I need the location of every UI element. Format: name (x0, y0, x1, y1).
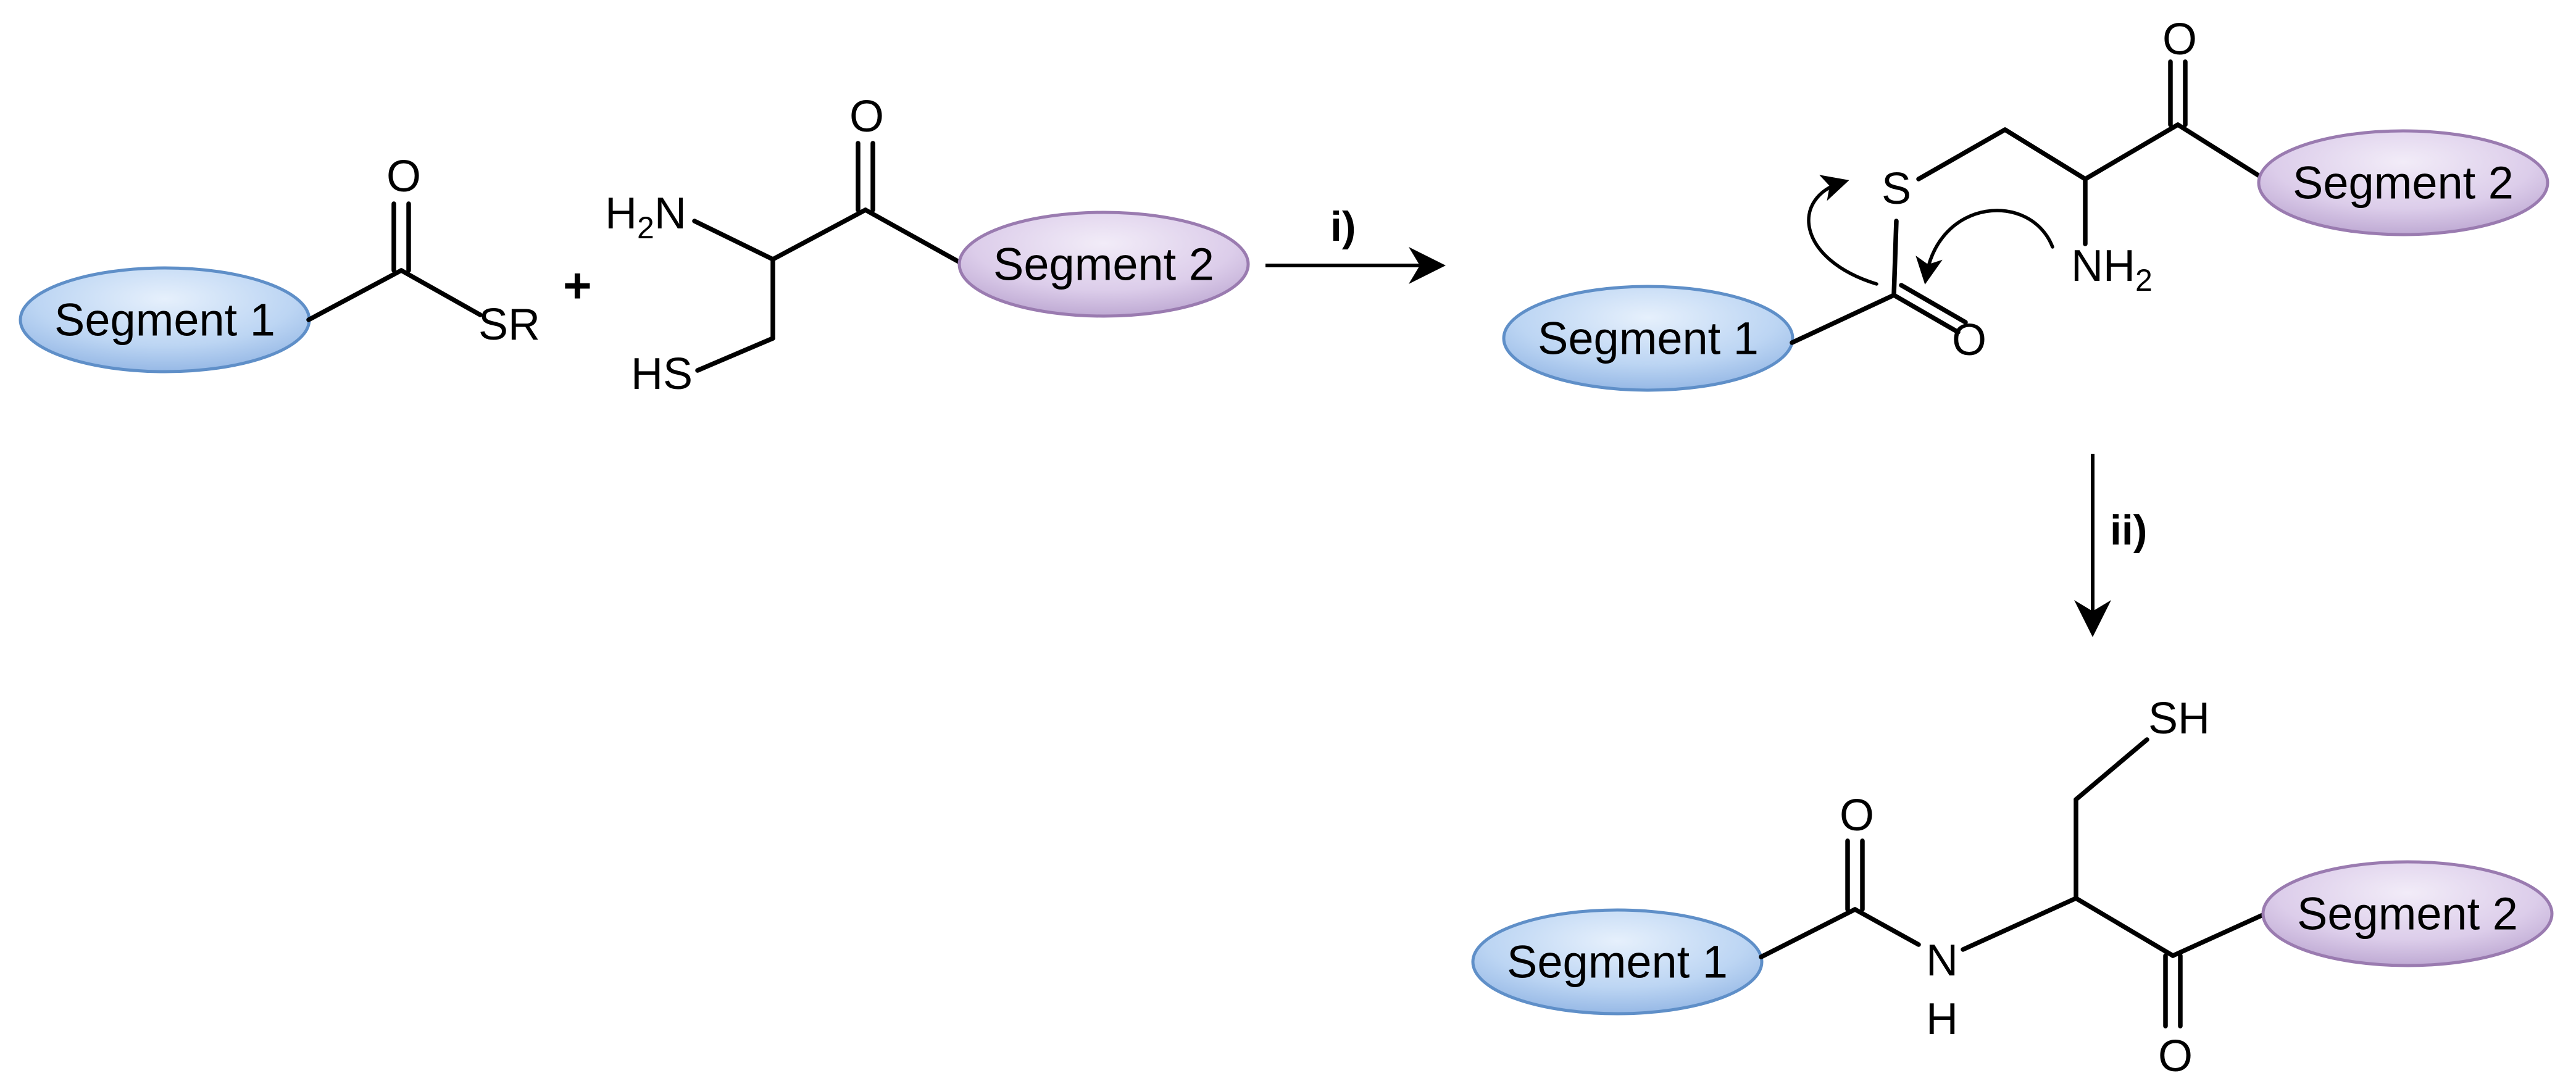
thioester-intermediate: Segment 1 O S O NH2 Segment 2 (1502, 15, 2549, 392)
product-segment-1-ellipse (1471, 908, 1764, 1016)
product-amide-n: N (1926, 936, 1958, 985)
step-ii-label: ii) (2110, 507, 2147, 554)
cysteine-carbonyl-o: O (849, 92, 884, 141)
product-segment-1-label: Segment 1 (1507, 937, 1728, 988)
intermediate-segment-1-ellipse (1502, 285, 1794, 392)
intermediate-amine-nh2: NH2 (2071, 241, 2153, 298)
curly-arrow-amine-attack (1915, 209, 2054, 285)
thioester-sr: SR (478, 300, 540, 349)
intermediate-segment-2-label: Segment 2 (2293, 157, 2514, 209)
product-amide-o: O (1840, 791, 1874, 840)
intermediate-thioester-s: S (1882, 164, 1911, 214)
segment-2-ellipse (957, 211, 1250, 318)
product-ketone-o: O (2158, 1032, 2193, 1081)
curly-arrow-c-s-bond (1807, 175, 1878, 286)
cysteine-thiol-hs: HS (631, 349, 693, 399)
product-amide-h: H (1926, 995, 1958, 1044)
segment-2-label: Segment 2 (993, 239, 1214, 290)
amine-h2n: H2N (605, 189, 686, 245)
product-segment-2-label: Segment 2 (2297, 888, 2518, 940)
intermediate-segment-1-label: Segment 1 (1538, 313, 1759, 364)
step-i-label: i) (1330, 203, 1356, 250)
thioester-reactant: Segment 1 O SR (19, 152, 540, 374)
segment-1-label: Segment 1 (54, 294, 275, 346)
ligation-product: Segment 1 O N H SH O Segment 2 (1471, 694, 2554, 1081)
cysteine-reactant: H2N HS O Segment 2 (605, 92, 1250, 399)
product-thiol-sh: SH (2148, 694, 2210, 743)
intermediate-segment-2-ellipse (2257, 129, 2549, 236)
intermediate-ketone-o: O (2162, 15, 2197, 64)
thioester-carbonyl-o: O (386, 152, 421, 201)
product-segment-2-ellipse (2261, 860, 2554, 967)
plus-sign: + (563, 258, 592, 313)
intermediate-carbonyl-o: O (1952, 315, 1986, 365)
